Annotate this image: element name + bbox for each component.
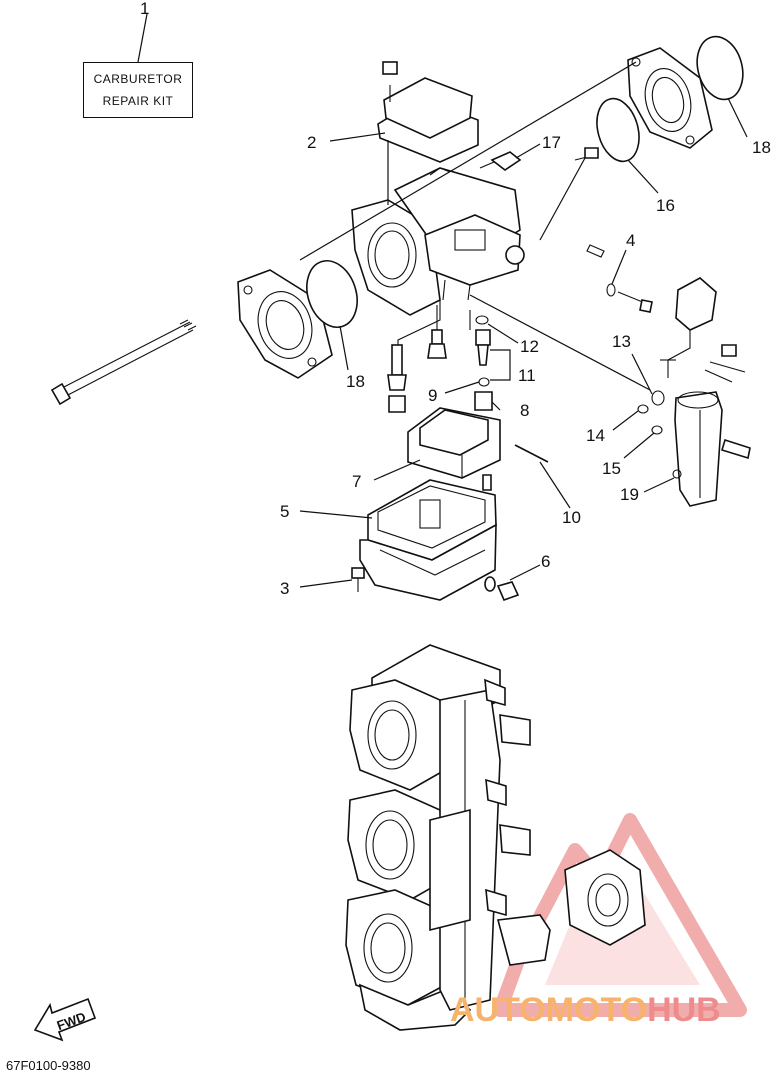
leader-lines xyxy=(299,97,748,588)
forward-arrow-icon: FWD xyxy=(33,997,97,1042)
callout-8: 8 xyxy=(520,401,529,420)
watermark-text: AUTOMOTOHUB xyxy=(450,991,721,1029)
callout-numbers: 1 2 17 18 16 4 18 12 11 9 8 13 14 15 19 … xyxy=(140,0,771,598)
carburetor-body-top xyxy=(351,167,525,316)
watermark-part1: AUTOMOTO xyxy=(450,991,647,1029)
carburetor-repair-kit-box: CARBURETOR REPAIR KIT xyxy=(83,62,193,118)
callout-12: 12 xyxy=(520,337,539,356)
axis-line-right xyxy=(299,61,637,261)
callout-5: 5 xyxy=(280,502,289,521)
callout-13: 13 xyxy=(612,332,631,351)
kit-box-line2: REPAIR KIT xyxy=(102,94,174,108)
chamber-screw-3 xyxy=(351,567,365,592)
float-pin-10 xyxy=(514,444,549,463)
enrichener-plate-bottom xyxy=(564,849,646,946)
callout-1: 1 xyxy=(140,0,149,18)
callout-16: 16 xyxy=(656,196,675,215)
callout-10: 10 xyxy=(562,508,581,527)
callout-6: 6 xyxy=(541,552,550,571)
float-chamber-with-gasket xyxy=(359,479,497,601)
callout-17: 17 xyxy=(542,133,561,152)
callout-4: 4 xyxy=(626,231,635,250)
callout-3: 3 xyxy=(280,579,289,598)
callout-11: 11 xyxy=(518,366,536,385)
enrichener-assembly xyxy=(469,277,751,507)
kit-box-line1: CARBURETOR xyxy=(93,72,183,86)
o-ring-16 xyxy=(596,97,640,163)
throttle-stop-screw-4 xyxy=(539,147,653,313)
assembled-carburetor-stack xyxy=(345,644,551,1031)
intake-flange-right xyxy=(627,47,713,149)
callout-2: 2 xyxy=(307,133,316,152)
callout-9: 9 xyxy=(428,386,437,405)
callout-18-right: 18 xyxy=(752,138,771,157)
callout-15: 15 xyxy=(602,459,621,478)
top-cover-with-gasket xyxy=(377,61,479,205)
callout-7: 7 xyxy=(352,472,361,491)
watermark-part2: HUB xyxy=(647,991,721,1029)
svg-text:AUTOMOTOHUB: AUTOMOTOHUB xyxy=(450,991,721,1029)
o-ring-18-left xyxy=(306,260,358,328)
callout-14: 14 xyxy=(586,426,605,445)
callout-18-left: 18 xyxy=(346,372,365,391)
leader-1 xyxy=(137,13,148,63)
jets-and-needle xyxy=(387,300,511,413)
callout-19: 19 xyxy=(620,485,639,504)
part-code: 67F0100-9380 xyxy=(6,1058,91,1073)
pilot-screw-17 xyxy=(479,151,522,171)
drain-screw-6 xyxy=(484,576,520,602)
long-bolt xyxy=(50,319,197,406)
float-7 xyxy=(407,407,501,491)
